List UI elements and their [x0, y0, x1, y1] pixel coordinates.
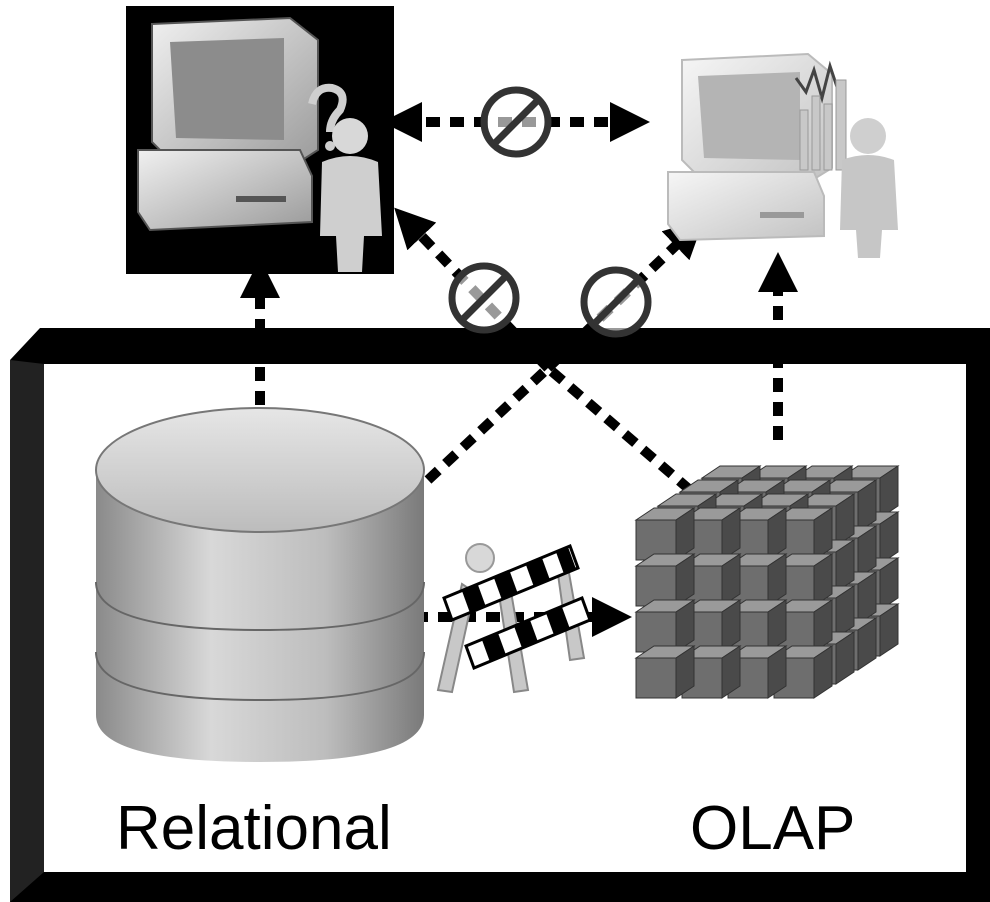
cube-block: [634, 599, 696, 653]
database-cylinder-icon: [95, 407, 425, 762]
cube-block: [680, 599, 742, 653]
relational-label: Relational: [116, 794, 392, 863]
no-entry-icon: [580, 266, 652, 338]
no-entry-icon: [448, 262, 520, 334]
cube-block: [772, 507, 834, 561]
roadblock-barrier-icon: [436, 543, 592, 694]
cube-block: [772, 645, 834, 699]
no-entry-icon: [480, 86, 552, 158]
cube-block: [634, 507, 696, 561]
computer-user-chart-icon: [667, 52, 898, 258]
cube-block: [634, 553, 696, 607]
cube-icon: [634, 465, 900, 699]
olap-label: OLAP: [690, 794, 856, 863]
cube-block: [634, 645, 696, 699]
connector-olap-diag: [544, 364, 694, 494]
computer-user-question-icon: [126, 6, 394, 274]
connector-relational-diag: [424, 364, 552, 484]
